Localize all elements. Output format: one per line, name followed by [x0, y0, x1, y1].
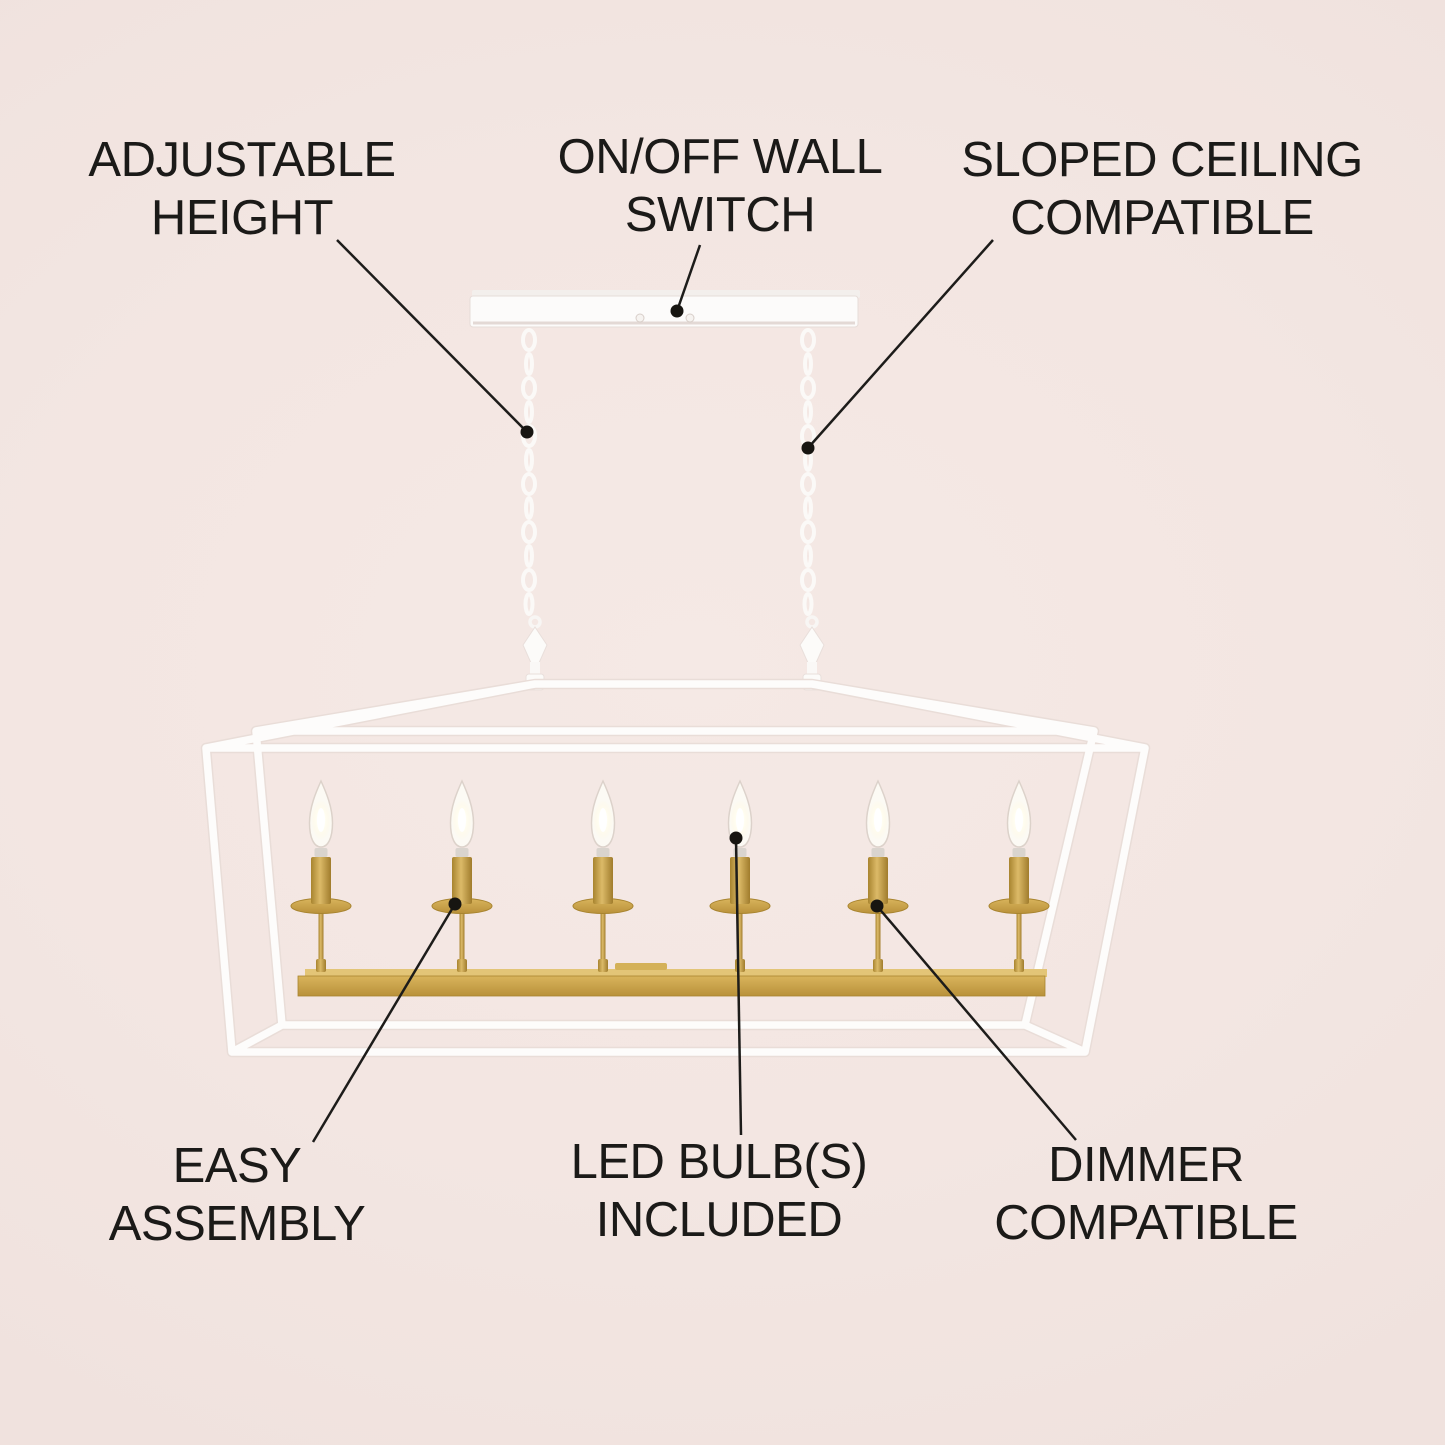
callout-dots [448, 304, 884, 913]
chain-right [800, 328, 816, 616]
canopy-screw-left [635, 313, 645, 323]
callout-label-sloped-ceiling: SLOPED CEILING COMPATIBLE [961, 131, 1363, 247]
callout-line-easy-assembly [311, 903, 457, 1143]
callout-text: SWITCH [624, 188, 816, 242]
callout-dot-adjustable-height [520, 425, 534, 439]
callout-dot-sloped-ceiling [801, 441, 815, 455]
callout-line-wall-switch [675, 244, 702, 312]
callout-line-dimmer [876, 905, 1077, 1141]
cage-frame [200, 678, 1151, 1058]
callout-text: SLOPED CEILING [961, 133, 1363, 187]
chain-left [521, 328, 537, 616]
callout-text: INCLUDED [595, 1193, 843, 1247]
callout-dot-wall-switch [670, 304, 684, 318]
callout-text: ADJUSTABLE [88, 133, 396, 187]
brass-bar-front-face [297, 975, 1046, 997]
callout-text: EASY [172, 1139, 302, 1193]
callout-lines [311, 239, 1077, 1143]
callout-line-led-bulbs [734, 837, 743, 1136]
callout-text: ASSEMBLY [108, 1197, 366, 1251]
callout-line-sloped-ceiling [807, 239, 994, 449]
brass-support-rods [531, 690, 816, 976]
ceiling-canopy [469, 290, 860, 328]
brass-bar-connector [615, 963, 667, 970]
callout-text: ON/OFF WALL [557, 130, 883, 184]
callout-text: LED BULB(S) [570, 1135, 868, 1189]
callout-label-adjustable-height: ADJUSTABLE HEIGHT [88, 131, 396, 247]
callout-dot-dimmer [870, 899, 884, 913]
callout-dot-led-bulbs [729, 831, 743, 845]
callout-text: HEIGHT [150, 191, 334, 245]
callout-text: COMPATIBLE [994, 1196, 1298, 1250]
cage-frame-rails [202, 680, 1149, 1056]
brass-bar [297, 963, 1047, 997]
callout-line-adjustable-height [336, 239, 528, 433]
callout-text: COMPATIBLE [1010, 191, 1314, 245]
brass-bar-top-face [305, 969, 1047, 977]
cage-frame-shadow [200, 678, 1151, 1058]
canopy-body [469, 295, 859, 328]
callout-label-dimmer: DIMMER COMPATIBLE [994, 1136, 1298, 1252]
callout-label-led-bulbs: LED BULB(S) INCLUDED [571, 1133, 868, 1249]
callout-label-wall-switch: ON/OFF WALL SWITCH [558, 128, 883, 244]
callout-text: DIMMER [1048, 1138, 1244, 1192]
canopy-screw-right [685, 313, 695, 323]
callout-label-easy-assembly: EASY ASSEMBLY [109, 1137, 366, 1253]
callout-dot-easy-assembly [448, 897, 462, 911]
